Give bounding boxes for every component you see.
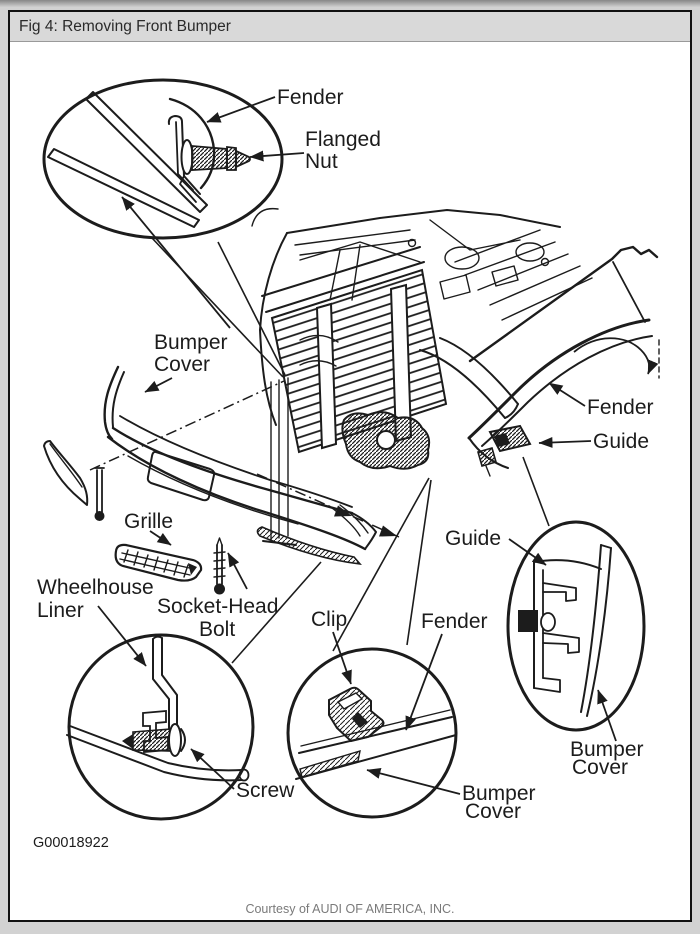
label-guide-right: Guide bbox=[593, 430, 649, 453]
label-wheelhouse-liner-line1: Wheelhouse bbox=[37, 576, 154, 599]
removal-direction-arrow bbox=[573, 337, 659, 375]
label-bumper-cover-line2: Cover bbox=[154, 353, 210, 376]
label-fender-detail: Fender bbox=[277, 86, 344, 109]
label-flanged-nut-line1: Flanged bbox=[305, 128, 381, 151]
detail-circle-screw bbox=[66, 633, 255, 821]
figure-title-bar: Fig 4: Removing Front Bumper bbox=[10, 12, 690, 42]
figure-frame: Fig 4: Removing Front Bumper bbox=[8, 10, 692, 922]
bolt-part bbox=[94, 467, 105, 513]
label-fender-right: Fender bbox=[587, 396, 654, 419]
license-plate-recess bbox=[146, 450, 216, 502]
guide-fastener bbox=[518, 610, 538, 632]
labels: Fender Flanged Nut Bumper Cover Grille W… bbox=[33, 86, 654, 916]
flanged-nut-part bbox=[191, 145, 228, 171]
car-body-drawing bbox=[251, 207, 659, 546]
label-socket-head-bolt-line1: Socket-Head bbox=[157, 595, 278, 618]
label-wheelhouse-liner-line2: Liner bbox=[37, 599, 84, 622]
courtesy-line: Courtesy of AUDI OF AMERICA, INC. bbox=[245, 902, 454, 916]
label-grille: Grille bbox=[124, 510, 173, 533]
window-top-edge bbox=[0, 0, 700, 7]
detail-ellipse-fender-nut bbox=[42, 78, 284, 240]
label-guide-detail: Guide bbox=[445, 527, 501, 550]
label-arrows bbox=[97, 96, 617, 795]
label-screw: Screw bbox=[236, 779, 295, 802]
label-fender-at-clip: Fender bbox=[421, 610, 488, 633]
label-flanged-nut-line2: Nut bbox=[305, 150, 338, 173]
socket-head-bolt-part bbox=[216, 544, 223, 585]
screw-part bbox=[132, 728, 172, 752]
loose-parts-drawing bbox=[43, 440, 226, 595]
label-bumper-cover-at-clip-line1: Bumper bbox=[462, 782, 536, 805]
label-bumper-cover-detail-line1: Bumper bbox=[570, 738, 644, 761]
label-socket-head-bolt-line2: Bolt bbox=[199, 618, 235, 641]
trim-strip-part bbox=[43, 440, 89, 506]
bumper-cover-drawing bbox=[103, 365, 377, 566]
label-clip: Clip bbox=[311, 608, 347, 631]
label-bumper-cover-line1: Bumper bbox=[154, 331, 228, 354]
fender-drawing bbox=[467, 261, 660, 469]
label-bumper-cover-detail-line2: Cover bbox=[572, 756, 628, 779]
figure-code: G00018922 bbox=[33, 835, 109, 851]
label-bumper-cover-at-clip-line2: Cover bbox=[465, 800, 521, 823]
figure-title: Fig 4: Removing Front Bumper bbox=[19, 18, 231, 35]
detail-oval-guide bbox=[506, 520, 646, 732]
detail-circle-clip bbox=[286, 647, 458, 819]
